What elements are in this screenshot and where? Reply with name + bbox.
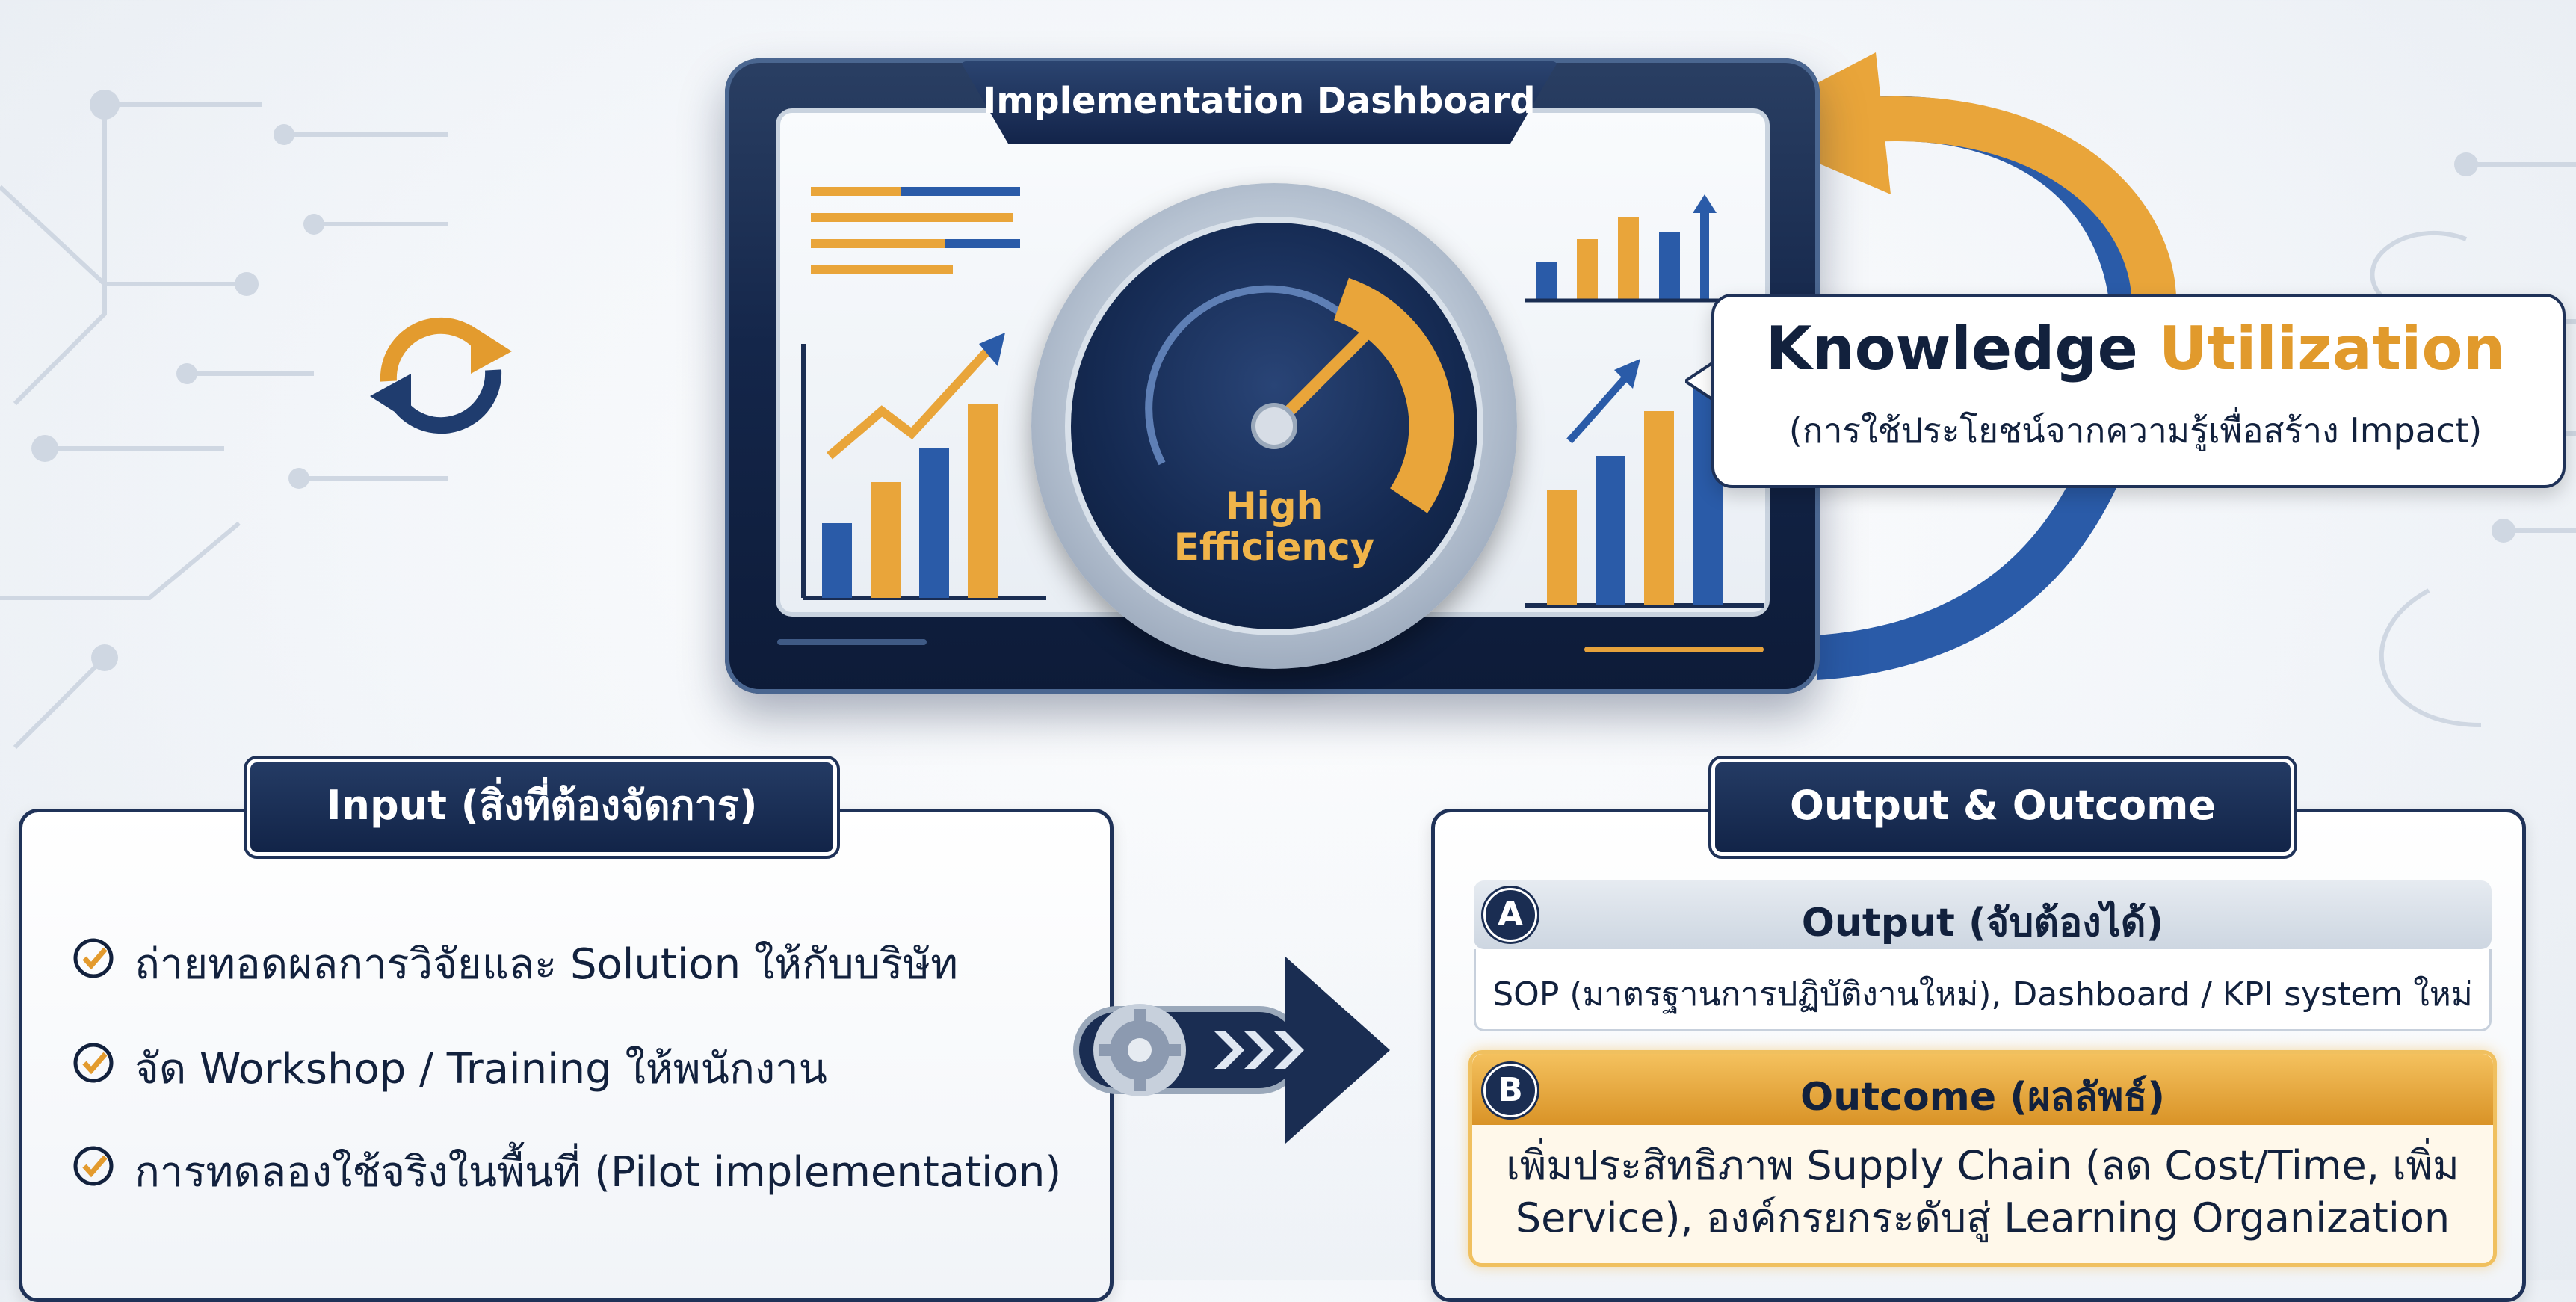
horizontal-bars-icon <box>811 187 1020 274</box>
gauge-label-efficiency: Efficiency <box>1173 525 1375 569</box>
input-item-2: จัด Workshop / Training ให้พนักงาน <box>135 1045 827 1093</box>
outcome-description: เพิ่มประสิทธิภาพ Supply Chain (ลด Cost/T… <box>1495 1140 2471 1244</box>
output-a-title: Output (จับต้องได้) <box>1801 901 2164 945</box>
check-circle-icon <box>73 1146 114 1186</box>
input-panel-title: Input (สิ่งที่ต้องจัดการ) <box>244 756 840 859</box>
outcome-title: Outcome (ผลลัพธ์) <box>1800 1075 2165 1120</box>
output-a-description: SOP (มาตรฐานการปฏิบัติงานใหม่), Dashboar… <box>1492 975 2473 1013</box>
gauge-label-high: High <box>1225 484 1323 528</box>
output-panel-title: Output & Outcome <box>1708 756 2297 859</box>
outcome-description-line2: Service), องค์กรยกระดับสู่ Learning Orga… <box>1515 1194 2450 1241</box>
small-bar-chart-icon <box>1525 194 1749 303</box>
outcome-description-line1: เพิ่มประสิทธิภาพ Supply Chain (ลด Cost/T… <box>1506 1142 2459 1189</box>
outcome-header <box>1472 1054 2493 1125</box>
badge-a: A <box>1483 888 1537 942</box>
badge-b: B <box>1483 1064 1537 1117</box>
dashboard-title-tab <box>960 61 1558 144</box>
output-a-body <box>1474 949 2492 1031</box>
dashboard-bottom-bar-accent <box>1584 647 1764 652</box>
bar-chart-right-icon <box>1525 359 1764 608</box>
circuit-decoration-left <box>0 90 448 750</box>
input-item-1: ถ่ายทอดผลการวิจัยและ Solution ให้กับบริษ… <box>135 940 959 989</box>
check-circle-icon <box>73 1043 114 1083</box>
input-item-3: การทดลองใช้จริงในพื้นที่ (Pilot implemen… <box>135 1148 1062 1197</box>
input-panel <box>19 809 1114 1302</box>
gauge-needle-icon <box>1145 277 1454 513</box>
dashboard-title: Implementation Dashboard <box>983 80 1536 122</box>
refresh-icon <box>370 317 512 434</box>
check-circle-icon <box>73 938 114 978</box>
knowledge-utilization-title: Knowledge Utilization <box>1711 314 2560 383</box>
knowledge-title-part1: Knowledge <box>1765 314 2159 383</box>
dashboard-bottom-bar <box>777 639 927 645</box>
knowledge-utilization-callout <box>1711 294 2566 488</box>
output-a-header <box>1474 880 2492 949</box>
process-arrow-icon <box>1073 957 1390 1144</box>
bar-chart-left-icon <box>801 333 1046 600</box>
knowledge-utilization-subtitle: (การใช้ประโยชน์จากความรู้เพื่อสร้าง Impa… <box>1788 410 2483 451</box>
knowledge-title-part2: Utilization <box>2158 314 2506 383</box>
